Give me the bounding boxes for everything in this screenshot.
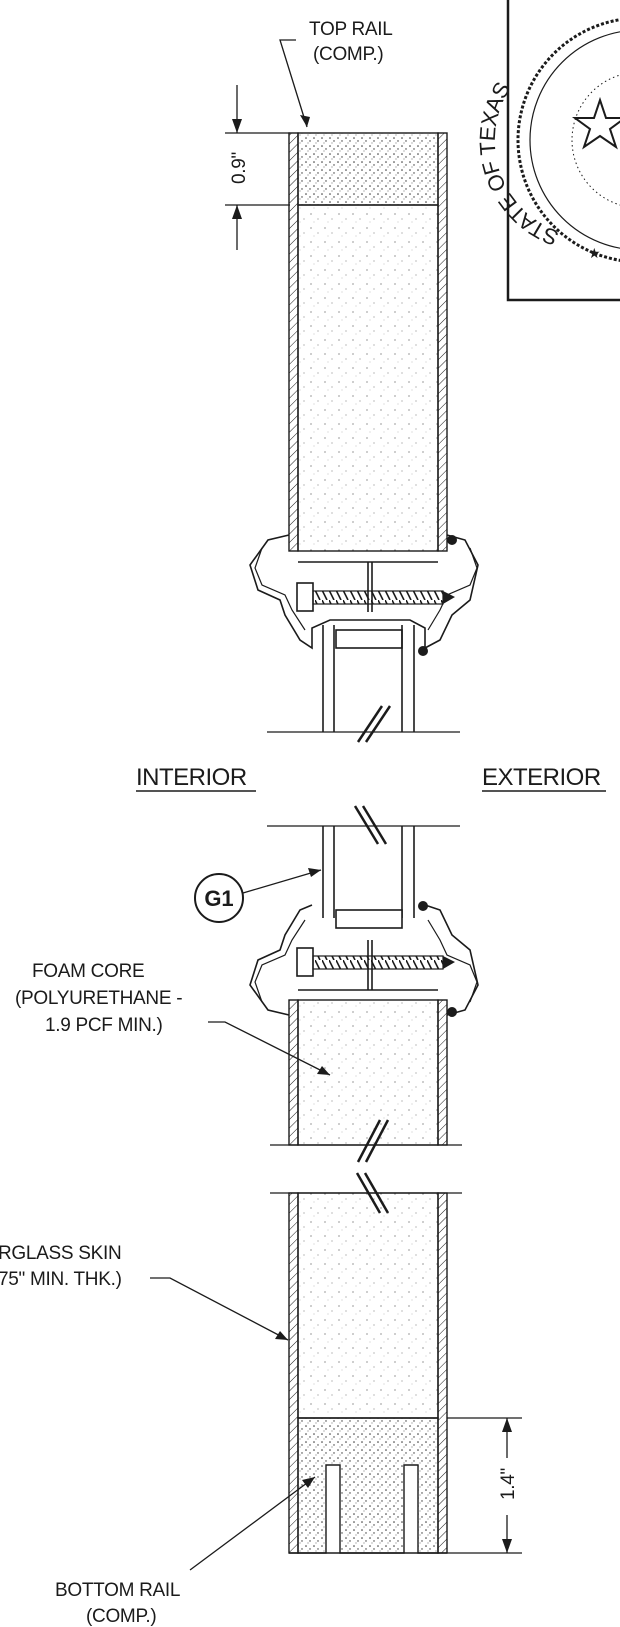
seal-star-icon — [571, 96, 620, 150]
exterior-label: EXTERIOR — [482, 764, 601, 791]
upper-door-panel — [288, 132, 448, 552]
dimension-top-rail-value: 0.9" — [229, 152, 250, 184]
foam-core-label-line3: 1.9 PCF MIN.) — [45, 1015, 163, 1036]
fiberglass-skin-label-line1: RGLASS SKIN — [0, 1243, 121, 1264]
top-rail-label-line1: TOP RAIL — [309, 19, 393, 40]
upper-glazing-frame — [249, 534, 479, 743]
interior-label: INTERIOR — [136, 764, 247, 791]
lower-screw-icon — [296, 947, 455, 977]
foam-core-label-line2: (POLYURETHANE - — [15, 988, 182, 1009]
top-rail-callout: TOP RAIL (COMP.) — [279, 19, 393, 128]
dimension-bottom-rail: 1.4" — [447, 1417, 522, 1554]
fiberglass-skin-label-line2: 75" MIN. THK.) — [0, 1269, 122, 1290]
foam-core-label-line1: FOAM CORE — [32, 961, 144, 982]
svg-text:★: ★ — [588, 245, 600, 261]
lower-glazing-frame — [249, 805, 479, 1017]
lower-door-panel-mid — [270, 999, 462, 1163]
engineer-seal: STATE OF TEXAS ★ — [475, 0, 620, 302]
bottom-rail-label-line2: (COMP.) — [86, 1606, 156, 1627]
bottom-rail-callout: BOTTOM RAIL (COMP.) — [55, 1476, 316, 1627]
svg-text:STATE OF TEXAS: STATE OF TEXAS — [475, 78, 562, 251]
upper-screw-icon — [296, 582, 455, 612]
dimension-bottom-rail-value: 1.4" — [498, 1468, 519, 1500]
dimension-top-rail: 0.9" — [225, 85, 290, 250]
glazing-tag-g1: G1 — [194, 868, 322, 923]
foam-core-callout: FOAM CORE (POLYURETHANE - 1.9 PCF MIN.) — [15, 961, 331, 1076]
bottom-rail-label-line1: BOTTOM RAIL — [55, 1580, 180, 1601]
glazing-tag-text: G1 — [204, 886, 233, 911]
fiberglass-skin-callout: RGLASS SKIN 75" MIN. THK.) — [0, 1243, 289, 1341]
top-rail-label-line2: (COMP.) — [313, 44, 383, 65]
seal-text: STATE OF TEXAS — [475, 78, 563, 251]
bottom-door-panel — [270, 1172, 462, 1554]
